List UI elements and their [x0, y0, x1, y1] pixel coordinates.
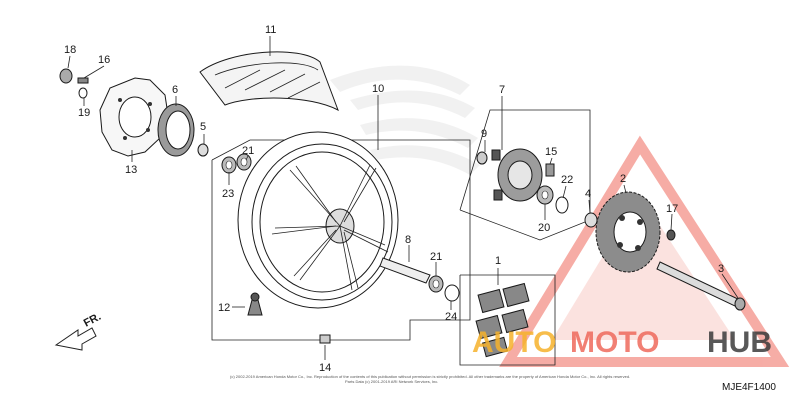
bearing-21b — [428, 275, 444, 293]
callout-18: 18 — [64, 44, 76, 56]
callout-13: 13 — [125, 164, 137, 176]
callout-11: 11 — [265, 24, 276, 36]
driven-flange — [491, 148, 543, 202]
nut-17 — [666, 229, 676, 241]
seal-22 — [555, 196, 569, 214]
callout-7: 7 — [499, 84, 505, 96]
wheel-damper-rubbers — [475, 282, 530, 358]
callout-15: 15 — [545, 146, 557, 158]
bearing-23 — [221, 156, 237, 174]
callout-22: 22 — [561, 174, 573, 186]
callout-9: 9 — [481, 128, 487, 140]
distance-collar — [379, 257, 431, 284]
footer-parts-data: Parts Data (c) 2001-2019 ARI Network Ser… — [345, 379, 438, 384]
balance-weight — [319, 334, 331, 344]
callout-19: 19 — [78, 107, 90, 119]
bolt-16 — [77, 77, 89, 84]
collar-4 — [584, 212, 598, 228]
nut-18 — [59, 68, 73, 84]
callout-10: 10 — [372, 83, 384, 95]
washer-19 — [78, 87, 88, 99]
leader-lines — [67, 36, 739, 360]
callout-5: 5 — [200, 121, 206, 133]
callout-3: 3 — [718, 263, 724, 275]
callout-6: 6 — [172, 84, 178, 96]
damper-outline — [459, 274, 556, 366]
rear-axle — [656, 261, 746, 311]
watermark-triangle — [499, 135, 790, 367]
callout-2: 2 — [620, 173, 626, 185]
watermark-logo: AUTO MOTO HUB — [472, 326, 772, 359]
footer-copyright: (c) 2002-2019 American Honda Motor Co., … — [230, 374, 630, 379]
hub-assembly-outline — [459, 109, 591, 241]
final-driven-sprocket — [595, 191, 661, 273]
front-direction-label: FR. — [82, 311, 103, 330]
bearing-21a — [236, 153, 252, 171]
callout-8: 8 — [405, 234, 411, 246]
diagram-code: MJE4F1400 — [722, 382, 776, 393]
callout-21b: 21 — [430, 251, 442, 263]
dust-seal-24 — [444, 284, 460, 302]
tire — [199, 51, 339, 112]
callout-14: 14 — [319, 362, 331, 374]
air-valve — [247, 292, 263, 316]
callouts: 11 10 7 9 18 16 19 13 6 5 21 23 12 14 8 … — [64, 24, 724, 374]
callout-4: 4 — [585, 188, 591, 200]
honda-wing-background — [330, 65, 480, 175]
disc-cover — [157, 103, 195, 157]
watermark-part-1: AUTO — [472, 326, 556, 359]
callout-12: 12 — [218, 302, 230, 314]
front-direction-arrow: FR. — [54, 311, 103, 351]
stud-15 — [545, 163, 555, 177]
watermark-part-3: HUB — [707, 326, 772, 359]
callout-20: 20 — [538, 222, 550, 234]
callout-16: 16 — [98, 54, 110, 66]
callout-24: 24 — [445, 311, 457, 323]
rear-wheel — [237, 131, 399, 309]
callout-23: 23 — [222, 188, 234, 200]
callout-1: 1 — [495, 255, 501, 267]
collar-9 — [476, 151, 488, 165]
callout-17: 17 — [666, 203, 678, 215]
callout-21a: 21 — [242, 145, 254, 157]
brake-disc — [99, 77, 169, 157]
watermark-part-2: MOTO — [570, 326, 659, 359]
collar-5 — [197, 143, 209, 157]
bearing-20 — [536, 185, 554, 205]
